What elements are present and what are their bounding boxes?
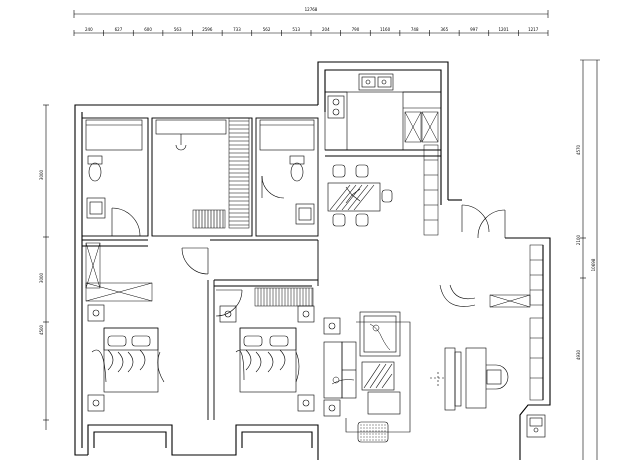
- left-dimension-label-1: 3000: [39, 169, 44, 180]
- toilet-right: [289, 155, 305, 182]
- wardrobe-bedroom-2-hatch: [257, 288, 313, 306]
- kitchen-sink: [358, 73, 394, 91]
- top-dimension-segment-label: 1217: [528, 27, 539, 32]
- rug-outline: [345, 321, 411, 433]
- overall-dimension-label: 12768: [305, 7, 318, 12]
- wardrobe-bedroom-1: [85, 242, 153, 302]
- top-dimension-segment-label: 733: [233, 27, 241, 32]
- top-dimension-segment-label: 627: [115, 27, 123, 32]
- top-dimension-segment-label: 1201: [498, 27, 509, 32]
- living-sofa: [323, 311, 401, 417]
- left-dimension-chain: [43, 104, 49, 430]
- top-dimension-segment-label: 2596: [202, 27, 213, 32]
- doors: [111, 175, 506, 317]
- toilet-left: [87, 155, 103, 182]
- sink-right: [295, 203, 315, 225]
- interior-walls: [81, 117, 441, 420]
- kitchen-counter: [324, 69, 442, 151]
- shower-fixture: [175, 134, 187, 151]
- wardrobe-bedroom-2: [254, 287, 314, 307]
- sink-left: [86, 197, 106, 219]
- exterior-walls: [74, 61, 551, 460]
- dining-table: [327, 164, 393, 227]
- lounge-chair-figure-2: [331, 376, 355, 385]
- tv-console: [430, 347, 462, 411]
- top-dimension-segments: 240 627 600 563 2596 733 562 513 204 790 1160 748 36…: [73, 27, 549, 36]
- top-dimension-segment-label: 365: [440, 27, 448, 32]
- balcony-fixture: [526, 414, 546, 438]
- kitchen-stove: [327, 95, 345, 119]
- top-dimension-segment-label: 204: [322, 27, 330, 32]
- left-dimension-label-3: 4500: [39, 324, 44, 335]
- left-dimension-label-2: 3000: [39, 272, 44, 283]
- coffee-table: [361, 361, 395, 391]
- top-dimension-segment-label: 562: [263, 27, 271, 32]
- top-dimension-segment-label: 748: [411, 27, 419, 32]
- right-dimension-label-2: 2100: [576, 234, 581, 245]
- right-dimension-chain: [580, 59, 600, 460]
- stair-shelf: [192, 117, 250, 229]
- bathroom-windows: [85, 119, 315, 151]
- top-dimension-segment-label: 513: [292, 27, 300, 32]
- top-dimension-segment-label: 600: [144, 27, 152, 32]
- top-dimension-segment-label: 563: [174, 27, 182, 32]
- top-dimension-segment-label: 240: [85, 27, 93, 32]
- ottoman-hatched: [357, 421, 389, 443]
- right-dimension-label-1: 4570: [576, 144, 581, 155]
- right-dimension-label-3: 10698: [591, 258, 596, 271]
- lounge-chair-figure-1: [369, 323, 391, 351]
- kitchen-cabinet-hatch: [404, 111, 439, 143]
- bed-bedroom-2: [219, 305, 315, 412]
- right-dimension-label-4: 4930: [576, 349, 581, 360]
- top-dimension-segment-label: 790: [352, 27, 360, 32]
- top-dimension-segment-label: 997: [470, 27, 478, 32]
- desk-chair: [465, 347, 509, 409]
- bed-bedroom-1: [87, 304, 165, 412]
- side-storage: [423, 144, 544, 401]
- top-dimension-segment-label: 1160: [380, 27, 391, 32]
